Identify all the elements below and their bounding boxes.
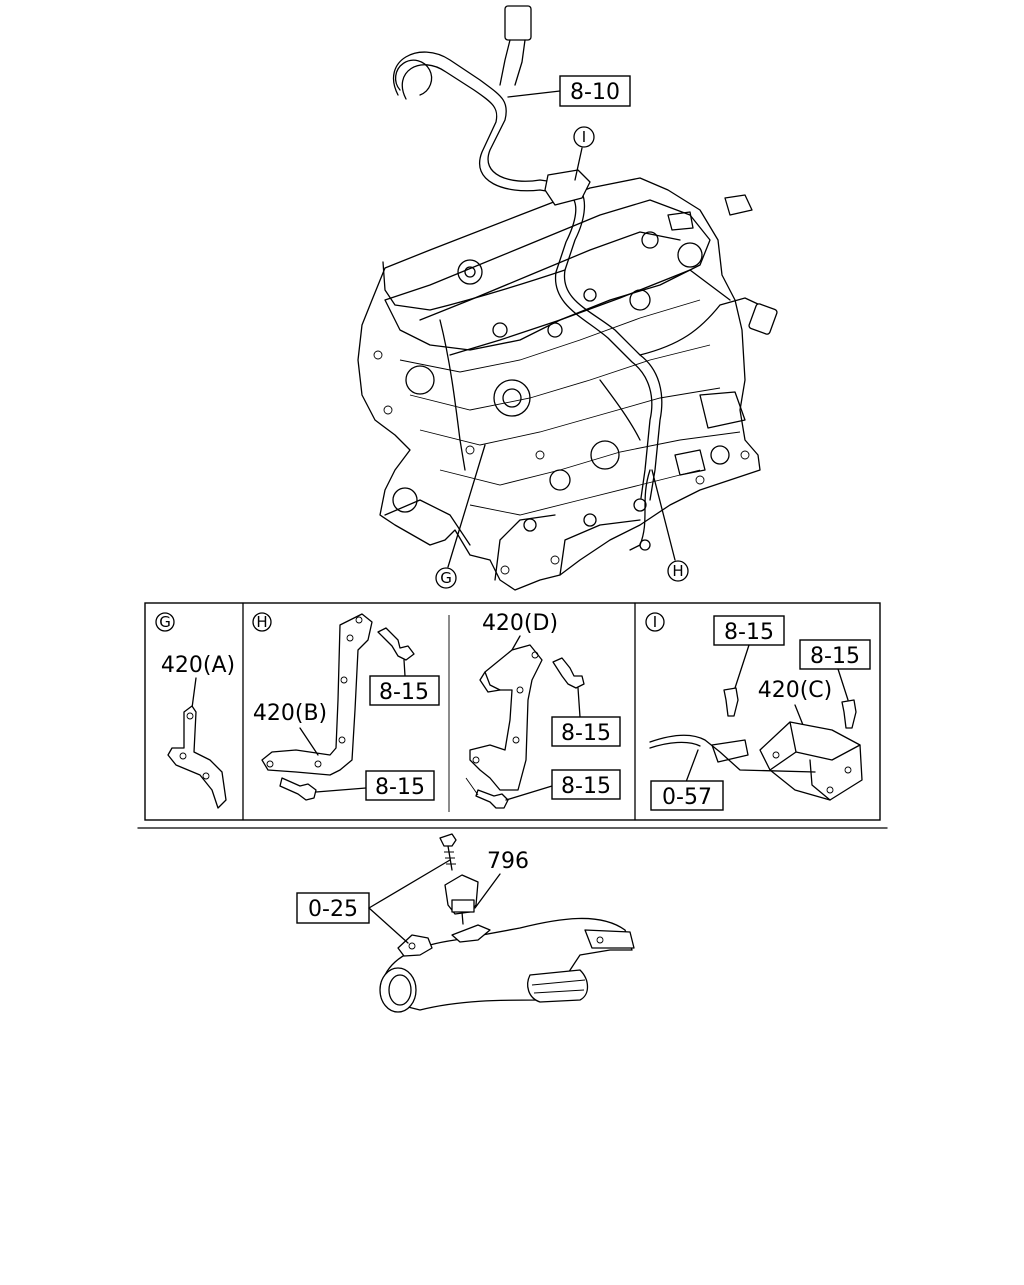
panel-h-part-label: 420(B) xyxy=(253,701,327,726)
panel-i-ref-label: 0-57 xyxy=(662,785,712,810)
panel-h-bolt-1-box xyxy=(369,675,440,706)
panel-d-bolt-1-label: 8-15 xyxy=(561,721,611,746)
harness-ref-label: 8-10 xyxy=(570,80,620,105)
panel-i-title: I xyxy=(653,613,657,631)
panel-i-bolt-2-label: 8-15 xyxy=(810,644,860,669)
panel-g-title: G xyxy=(159,613,171,631)
panel-h: H 420(B) 8-15 8-15 xyxy=(252,612,440,801)
panel-g: G 420(A) xyxy=(155,612,235,809)
svg-text:G: G xyxy=(440,569,452,587)
panel-i-bolt-2-box xyxy=(799,639,871,670)
view-marker-h: H xyxy=(651,469,689,582)
panel-d-bolt-2-label: 8-15 xyxy=(561,774,611,799)
panel-i-ref-box xyxy=(650,780,724,811)
sensor-part-label: 796 xyxy=(487,849,529,874)
harness-callout: 8-10 xyxy=(507,75,631,107)
panel-i-bolt-1-box xyxy=(713,615,785,646)
pipe-ref-box xyxy=(296,892,370,924)
panel-i-part-label: 420(C) xyxy=(758,678,833,703)
panel-g-part-label: 420(A) xyxy=(161,653,235,678)
panel-h-title: H xyxy=(256,613,267,631)
harness-ref-box xyxy=(559,75,631,107)
panel-i-bolt-1-label: 8-15 xyxy=(724,620,774,645)
view-marker-i: I xyxy=(573,126,595,181)
engine-assembly xyxy=(357,5,778,591)
panel-h-bolt-2-box xyxy=(365,770,435,801)
panel-d-bolt-2-box xyxy=(551,769,621,800)
panel-h-bolt-2-label: 8-15 xyxy=(375,775,425,800)
panel-d-part-label: 420(D) xyxy=(482,611,558,636)
panel-d: 420(D) 8-15 8-15 xyxy=(465,611,621,809)
pipe-assembly: 796 0-25 xyxy=(296,833,635,1013)
svg-text:I: I xyxy=(582,128,586,146)
panel-i: I 8-15 8-15 420(C) 0-57 xyxy=(645,612,871,811)
panel-d-bolt-1-box xyxy=(551,716,621,747)
pipe-ref-label: 0-25 xyxy=(308,897,358,922)
panel-h-bolt-1-label: 8-15 xyxy=(379,680,429,705)
svg-text:H: H xyxy=(672,562,683,580)
view-marker-g: G xyxy=(435,444,486,589)
